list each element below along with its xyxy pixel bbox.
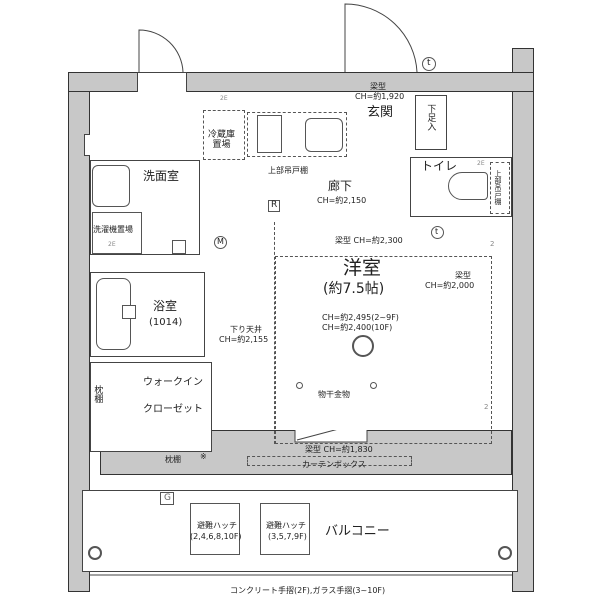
walkin-label-1: ウォークイン xyxy=(143,377,203,388)
fridge-label: 冷蔵庫 置場 xyxy=(208,130,236,151)
hallway-label: 廊下 xyxy=(328,179,353,193)
outlet-2-room: 2 xyxy=(484,403,489,411)
pillow-shelf-2-label: 枕棚 xyxy=(165,455,181,464)
drop-ceiling-2: CH=約2,155 xyxy=(219,335,269,344)
bathroom-label: 浴室 xyxy=(153,299,178,313)
railing-note: コンクリート手摺(2F),ガラス手摺(3~10F) xyxy=(230,586,386,595)
western-room-beam-outline xyxy=(275,256,492,444)
curtain-box-label: カーテンボックス xyxy=(302,460,366,469)
t-symbol-room-label: t xyxy=(435,227,439,236)
hatch-2-floors: (3,5,7,9F) xyxy=(268,532,307,541)
entrance-beam-1: 梁型 xyxy=(370,82,386,91)
g-symbol xyxy=(160,492,174,505)
beam-right-2: CH=約2,000 xyxy=(425,281,475,290)
toilet-bowl xyxy=(448,172,488,200)
pillow-shelf-label: 枕棚 xyxy=(92,385,103,403)
hatch-1-title: 避難ハッチ xyxy=(197,521,237,530)
fridge-space xyxy=(203,110,245,160)
escape-hatch-1 xyxy=(190,503,240,555)
toilet-upper-cabinet xyxy=(490,162,510,214)
m-symbol xyxy=(214,236,227,249)
walkin-label-2: クローゼット xyxy=(143,404,203,415)
drying-hook-left xyxy=(296,382,303,389)
beam-right-1: 梁型 xyxy=(455,271,471,280)
hallway-ch: CH=約2,150 xyxy=(317,196,367,205)
t-symbol-room xyxy=(431,226,444,239)
t-symbol-entrance xyxy=(422,57,436,71)
vent-fan-bath xyxy=(122,305,136,319)
g-symbol-label: G xyxy=(164,493,171,503)
drop-ceiling-1: 下り天井 xyxy=(230,325,262,334)
drying-hook-right xyxy=(370,382,377,389)
laundry-label: 洗濯機置場 xyxy=(93,225,133,234)
outer-wall-right xyxy=(512,48,534,592)
drain-left xyxy=(88,546,102,560)
entrance-label: 玄関 xyxy=(367,105,394,120)
ceiling-light xyxy=(352,335,374,357)
western-room-size: (約7.5帖) xyxy=(323,281,385,297)
drop-ceiling-outline xyxy=(212,222,275,444)
bathroom-size: (1014) xyxy=(149,317,183,328)
stove xyxy=(257,115,282,153)
vanity-basin xyxy=(92,165,130,207)
beam-bottom-label: 梁型 CH=約1,830 xyxy=(305,445,373,454)
drying-hardware-label: 物干金物 xyxy=(318,390,350,399)
escape-hatch-2 xyxy=(260,503,310,555)
beam-top-label: 梁型 CH=約2,300 xyxy=(335,236,403,245)
room-ch-2: CH=約2,400(10F) xyxy=(322,323,393,332)
m-symbol-label: M xyxy=(217,237,224,246)
outlet-2e-laundry: 2E xyxy=(108,241,116,248)
curtain-box xyxy=(247,456,412,466)
vent-fan-washroom xyxy=(172,240,186,254)
hatch-1-floors: (2,4,6,8,10F) xyxy=(190,532,242,541)
toilet-label: トイレ xyxy=(421,159,458,173)
room-ch-1: CH=約2,495(2~9F) xyxy=(322,313,399,322)
r-symbol xyxy=(268,200,280,212)
washroom-label: 洗面室 xyxy=(143,169,180,183)
outlet-2-room-top: 2 xyxy=(490,240,495,248)
shoe-box-label: 下足入 xyxy=(425,104,436,131)
toilet-upper-cabinet-label: 上部吊戸棚 xyxy=(494,170,503,205)
outlet-2e-toilet: 2E xyxy=(477,160,485,167)
walkin-closet xyxy=(90,362,212,452)
r-symbol-label: R xyxy=(271,200,278,210)
western-room-label: 洋室 xyxy=(343,257,382,279)
balcony-label: バルコニー xyxy=(325,524,390,539)
t-symbol-label: t xyxy=(427,58,431,68)
laundry-area xyxy=(92,212,142,254)
outlet-2e-kitchen: 2E xyxy=(220,95,228,102)
shoe-box xyxy=(415,95,447,150)
drain-right xyxy=(498,546,512,560)
entrance-beam-2: CH=約1,920 xyxy=(355,92,405,101)
hatch-2-title: 避難ハッチ xyxy=(266,521,306,530)
note-mark: ※ xyxy=(200,452,207,461)
kitchen-counter xyxy=(247,112,347,157)
sink xyxy=(305,118,343,152)
upper-cabinet-label: 上部吊戸棚 xyxy=(268,166,308,175)
